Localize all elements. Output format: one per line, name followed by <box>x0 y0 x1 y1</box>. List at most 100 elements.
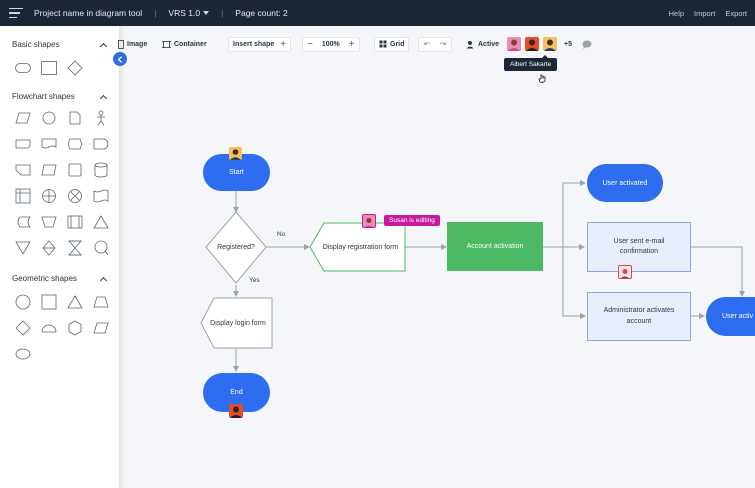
sort-shape[interactable] <box>36 238 62 258</box>
section-title: Geometric shapes <box>12 274 77 283</box>
hexagon-tab-shape[interactable] <box>62 134 88 154</box>
triangle-shape[interactable] <box>62 292 88 312</box>
avatar <box>618 265 632 279</box>
image-icon <box>118 39 124 49</box>
sum-junction-shape[interactable] <box>62 186 88 206</box>
yes-branch-label: Yes <box>249 277 260 284</box>
top-bar: Project name in diagram tool | VRS 1.0 |… <box>0 0 755 26</box>
help-link[interactable]: Help <box>668 8 685 18</box>
admin-activation-label: Administrator activates account <box>603 307 675 325</box>
start-label: Start <box>229 169 244 176</box>
more-users-count[interactable]: +5 <box>564 40 572 48</box>
version-dropdown[interactable]: VRS 1.0 <box>168 8 210 18</box>
diamond-shape[interactable] <box>62 58 88 78</box>
chevron-left-icon <box>117 55 122 63</box>
container-icon <box>162 40 171 48</box>
zoom-control[interactable]: − 100% + <box>302 36 360 52</box>
container-label: Container <box>174 40 207 48</box>
chat-icon[interactable] <box>582 40 592 49</box>
parallelogram-shape[interactable] <box>88 318 114 338</box>
email-confirmation-node[interactable]: User sent e-mail confirmation <box>587 222 691 272</box>
delay-shape[interactable] <box>88 134 114 154</box>
section-title: Flowchart shapes <box>12 92 75 101</box>
stored-data-shape[interactable] <box>10 212 36 232</box>
triangle-shape[interactable] <box>88 212 114 232</box>
version-label: VRS 1.0 <box>168 8 201 18</box>
ellipse-shape[interactable] <box>10 344 36 364</box>
grid-toggle[interactable]: Grid <box>374 36 410 52</box>
active-label: Active <box>478 40 500 48</box>
collapse-sidebar-button[interactable] <box>113 52 127 66</box>
registration-label: Display registration form <box>322 243 399 251</box>
cylinder-shape[interactable] <box>88 160 114 180</box>
login-form-node[interactable]: Display login form <box>204 316 272 330</box>
undo-icon[interactable] <box>423 41 431 47</box>
editing-badge: Susan is editing <box>384 215 440 226</box>
square-shape[interactable] <box>36 292 62 312</box>
avatar[interactable] <box>507 37 521 51</box>
manual-input-shape[interactable] <box>36 160 62 180</box>
users-icon <box>466 40 474 48</box>
project-title[interactable]: Project name in diagram tool <box>34 8 143 18</box>
parallelogram-shape[interactable] <box>10 108 36 128</box>
callout-circle-shape[interactable] <box>88 238 114 258</box>
email-confirmation-label: User sent e-mail confirmation <box>613 237 665 255</box>
start-node[interactable]: Start <box>203 154 270 191</box>
plus-icon[interactable]: + <box>280 38 287 50</box>
account-activation-node[interactable]: Account activation <box>447 222 543 271</box>
insert-shape-control[interactable]: Insert shape + <box>228 36 292 52</box>
import-link[interactable]: Import <box>694 8 716 18</box>
container-tool[interactable]: Container <box>162 36 207 52</box>
section-geometric-shapes[interactable]: Geometric shapes <box>12 274 108 284</box>
section-basic-shapes[interactable]: Basic shapes <box>12 40 108 50</box>
merge-shape[interactable] <box>10 238 36 258</box>
cursor-hand-icon <box>538 74 546 83</box>
zoom-in-icon[interactable]: + <box>348 38 355 50</box>
image-tool[interactable]: Image <box>118 36 147 52</box>
internal-storage-shape[interactable] <box>10 186 36 206</box>
circle-shape[interactable] <box>36 108 62 128</box>
divider: | <box>221 8 224 18</box>
decision-label: Registered? <box>217 243 255 251</box>
export-link[interactable]: Export <box>725 8 747 18</box>
hexagon-shape[interactable] <box>62 318 88 338</box>
wave-document-shape[interactable] <box>36 134 62 154</box>
user-activated-node[interactable]: User activated <box>587 164 663 202</box>
redo-icon[interactable] <box>439 41 447 47</box>
process-shape[interactable] <box>62 212 88 232</box>
actor-shape[interactable] <box>88 108 114 128</box>
grid-icon <box>379 40 387 48</box>
cross-circle-shape[interactable] <box>36 186 62 206</box>
trapezoid-shape[interactable] <box>36 212 62 232</box>
login-label: Display login form <box>210 319 266 327</box>
registration-form-node[interactable]: Display registration form <box>316 240 405 254</box>
section-flowchart-shapes[interactable]: Flowchart shapes <box>12 92 108 102</box>
diamond-shape[interactable] <box>10 318 36 338</box>
collaborator-avatars: +5 <box>507 36 592 52</box>
avatar <box>362 214 376 228</box>
square-shape[interactable] <box>62 160 88 180</box>
rectangle-shape[interactable] <box>36 58 62 78</box>
active-users[interactable]: Active <box>466 36 499 52</box>
zoom-out-icon[interactable]: − <box>307 38 313 50</box>
document-shape[interactable] <box>62 108 88 128</box>
insert-shape-label: Insert shape <box>233 40 275 48</box>
circle-shape[interactable] <box>10 292 36 312</box>
admin-activation-node[interactable]: Administrator activates account <box>587 292 691 341</box>
trapezoid-shape[interactable] <box>88 292 114 312</box>
user-tooltip: Albert Sakarte <box>504 55 558 71</box>
off-page-shape[interactable] <box>10 160 36 180</box>
end-label: End <box>230 389 243 396</box>
menu-icon[interactable] <box>9 8 23 18</box>
user-active-label: User activ <box>722 313 754 320</box>
avatar[interactable] <box>525 37 539 51</box>
card-shape[interactable] <box>10 134 36 154</box>
avatar <box>229 404 243 418</box>
decision-node[interactable]: Registered? <box>206 240 266 254</box>
collate-shape[interactable] <box>62 238 88 258</box>
rounded-rectangle-shape[interactable] <box>10 58 36 78</box>
semicircle-shape[interactable] <box>36 318 62 338</box>
tape-shape[interactable] <box>88 186 114 206</box>
avatar[interactable] <box>543 37 557 51</box>
user-active-node[interactable]: User activ <box>706 297 755 336</box>
